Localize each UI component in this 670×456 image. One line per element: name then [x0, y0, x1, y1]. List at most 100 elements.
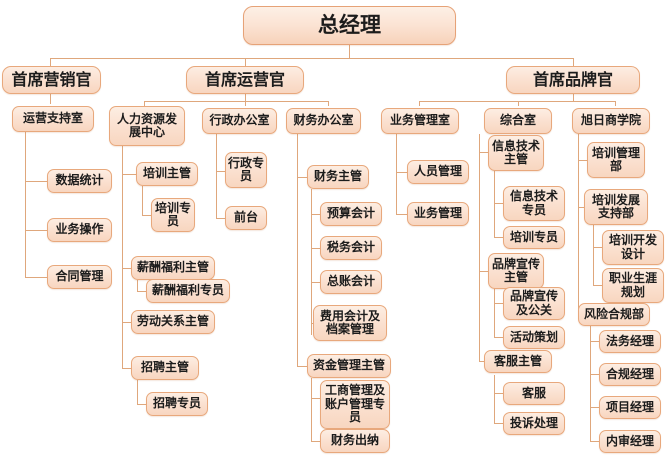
- node-training-specialist-it[interactable]: 培训专员: [503, 226, 565, 249]
- node-customer-service-manager[interactable]: 客服主管: [484, 350, 552, 373]
- connector-coo-admin: [245, 101, 246, 106]
- connector-opsspt-spine: [25, 132, 26, 277]
- node-cbo[interactable]: 首席品牌官: [506, 66, 640, 94]
- node-cashier[interactable]: 财务出纳: [320, 429, 390, 453]
- node-training-manager[interactable]: 培训主管: [136, 162, 198, 186]
- node-root-general-manager[interactable]: 总经理: [243, 6, 456, 45]
- node-business-operations[interactable]: 业务操作: [47, 218, 112, 242]
- connector-hr-c3: [122, 322, 131, 323]
- node-reception[interactable]: 前台: [225, 206, 267, 230]
- node-project-manager[interactable]: 项目经理: [599, 396, 661, 419]
- connector-risk-c1: [590, 341, 599, 342]
- node-it-specialist[interactable]: 信息技术专员: [503, 186, 565, 221]
- node-tax-accountant[interactable]: 税务会计: [320, 236, 382, 260]
- connector-genoffice-spine: [479, 134, 480, 361]
- node-personnel-management[interactable]: 人员管理: [407, 160, 469, 184]
- node-labor-relations-manager[interactable]: 劳动关系主管: [131, 310, 215, 334]
- connector-fund-c2: [311, 441, 320, 442]
- connector-genoffice-c1: [479, 152, 488, 153]
- connector-admin-spine: [216, 134, 217, 218]
- node-training-development-design[interactable]: 培训开发设计: [602, 230, 664, 265]
- connector-fund-spine: [311, 378, 312, 441]
- connector-risk-c2: [590, 374, 599, 375]
- connector-recruit-spine: [137, 380, 138, 404]
- connector-coo-hr: [144, 101, 145, 106]
- node-compliance-manager[interactable]: 合规经理: [599, 363, 661, 386]
- node-customer-service[interactable]: 客服: [503, 382, 565, 405]
- connector-compben-c1: [137, 291, 146, 292]
- connector-coo-down: [245, 94, 246, 101]
- node-it-manager[interactable]: 信息技术主管: [488, 135, 544, 171]
- node-training-administration-dept[interactable]: 培训管理部: [587, 142, 645, 178]
- node-business-account-management-specialist[interactable]: 工商管理及账户管理专员: [320, 380, 390, 429]
- node-compensation-benefits-manager[interactable]: 薪酬福利主管: [131, 256, 215, 280]
- node-cmo[interactable]: 首席营销官: [2, 66, 101, 94]
- connector-genoffice-c3: [479, 361, 488, 362]
- connector-finance-c2: [297, 366, 307, 367]
- node-fund-management-manager[interactable]: 资金管理主管: [307, 354, 391, 378]
- node-internal-audit-manager[interactable]: 内审经理: [599, 430, 661, 453]
- connector-opsspt-c3: [25, 277, 47, 278]
- node-complaint-handling[interactable]: 投诉处理: [503, 412, 565, 435]
- connector-finmgr-c2: [311, 248, 320, 249]
- connector-risk-c3: [590, 407, 599, 408]
- connector-risk-c4: [590, 441, 599, 442]
- node-data-statistics[interactable]: 数据统计: [47, 169, 112, 193]
- connector-cbo-down: [573, 94, 574, 101]
- node-compensation-benefits-specialist[interactable]: 薪酬福利专员: [146, 279, 230, 303]
- connector-brand-c1: [494, 303, 503, 304]
- connector-coo-finance: [328, 101, 329, 106]
- connector-to-cbo: [573, 58, 574, 66]
- connector-finance-spine: [297, 134, 298, 366]
- connector-compben-spine: [137, 280, 138, 291]
- connector-cbo-bus: [419, 101, 615, 102]
- node-business-management[interactable]: 业务管理: [407, 202, 469, 226]
- node-coo[interactable]: 首席运营官: [186, 66, 304, 94]
- connector-recruit-c1: [137, 404, 146, 405]
- node-career-planning[interactable]: 职业生涯规划: [602, 268, 664, 303]
- node-training-specialist[interactable]: 培训专员: [151, 198, 195, 232]
- node-finance-office[interactable]: 财务办公室: [286, 108, 361, 134]
- node-hr-development-center[interactable]: 人力资源发展中心: [109, 106, 185, 146]
- connector-bizoffice-c1: [396, 172, 407, 173]
- node-brand-promotion-manager[interactable]: 品牌宣传主管: [488, 253, 544, 289]
- node-ops-support-office[interactable]: 运营支持室: [12, 106, 94, 132]
- connector-root-bus: [50, 58, 573, 59]
- connector-cbo-general: [518, 101, 519, 106]
- node-contract-management[interactable]: 合同管理: [47, 265, 112, 289]
- node-training-development-support-dept[interactable]: 培训发展支持部: [584, 189, 648, 225]
- connector-coo-bus: [144, 101, 328, 102]
- connector-finmgr-spine: [311, 189, 312, 335]
- node-event-planning[interactable]: 活动策划: [503, 326, 565, 349]
- node-business-management-office[interactable]: 业务管理室: [381, 108, 459, 134]
- connector-traindev-spine: [593, 225, 594, 285]
- node-general-office[interactable]: 综合室: [484, 108, 552, 134]
- connector-to-cmo: [50, 58, 51, 66]
- connector-cbo-biz: [419, 101, 420, 106]
- connector-bizoffice-c2: [396, 214, 407, 215]
- connector-traindev-c2: [593, 285, 602, 286]
- connector-finmgr-c1: [311, 214, 320, 215]
- node-finance-manager[interactable]: 财务主管: [307, 165, 369, 189]
- node-recruitment-manager[interactable]: 招聘主管: [131, 356, 199, 380]
- node-brand-promotion-pr[interactable]: 品牌宣传及公关: [503, 287, 565, 320]
- node-expense-accounting-records[interactable]: 费用会计及档案管理: [313, 305, 387, 341]
- node-administration-specialist[interactable]: 行政专员: [225, 152, 267, 188]
- connector-academy-c1: [578, 160, 587, 161]
- connector-hr-spine: [122, 146, 123, 368]
- node-recruitment-specialist[interactable]: 招聘专员: [146, 392, 208, 416]
- connector-admin-c2: [216, 218, 225, 219]
- connector-it-c2: [494, 237, 503, 238]
- node-xuri-business-academy[interactable]: 旭日商学院: [572, 108, 650, 134]
- node-legal-manager[interactable]: 法务经理: [599, 330, 661, 353]
- connector-academy-c2: [578, 207, 587, 208]
- node-risk-compliance-dept[interactable]: 风险合规部: [578, 303, 650, 326]
- node-administration-office[interactable]: 行政办公室: [202, 108, 277, 134]
- connector-trainmgr-spine: [142, 186, 143, 215]
- connector-cs-c1: [494, 393, 503, 394]
- connector-it-c1: [494, 203, 503, 204]
- connector-cs-spine: [494, 375, 495, 423]
- node-general-ledger-accountant[interactable]: 总账会计: [320, 270, 382, 294]
- node-budget-accountant[interactable]: 预算会计: [320, 202, 382, 226]
